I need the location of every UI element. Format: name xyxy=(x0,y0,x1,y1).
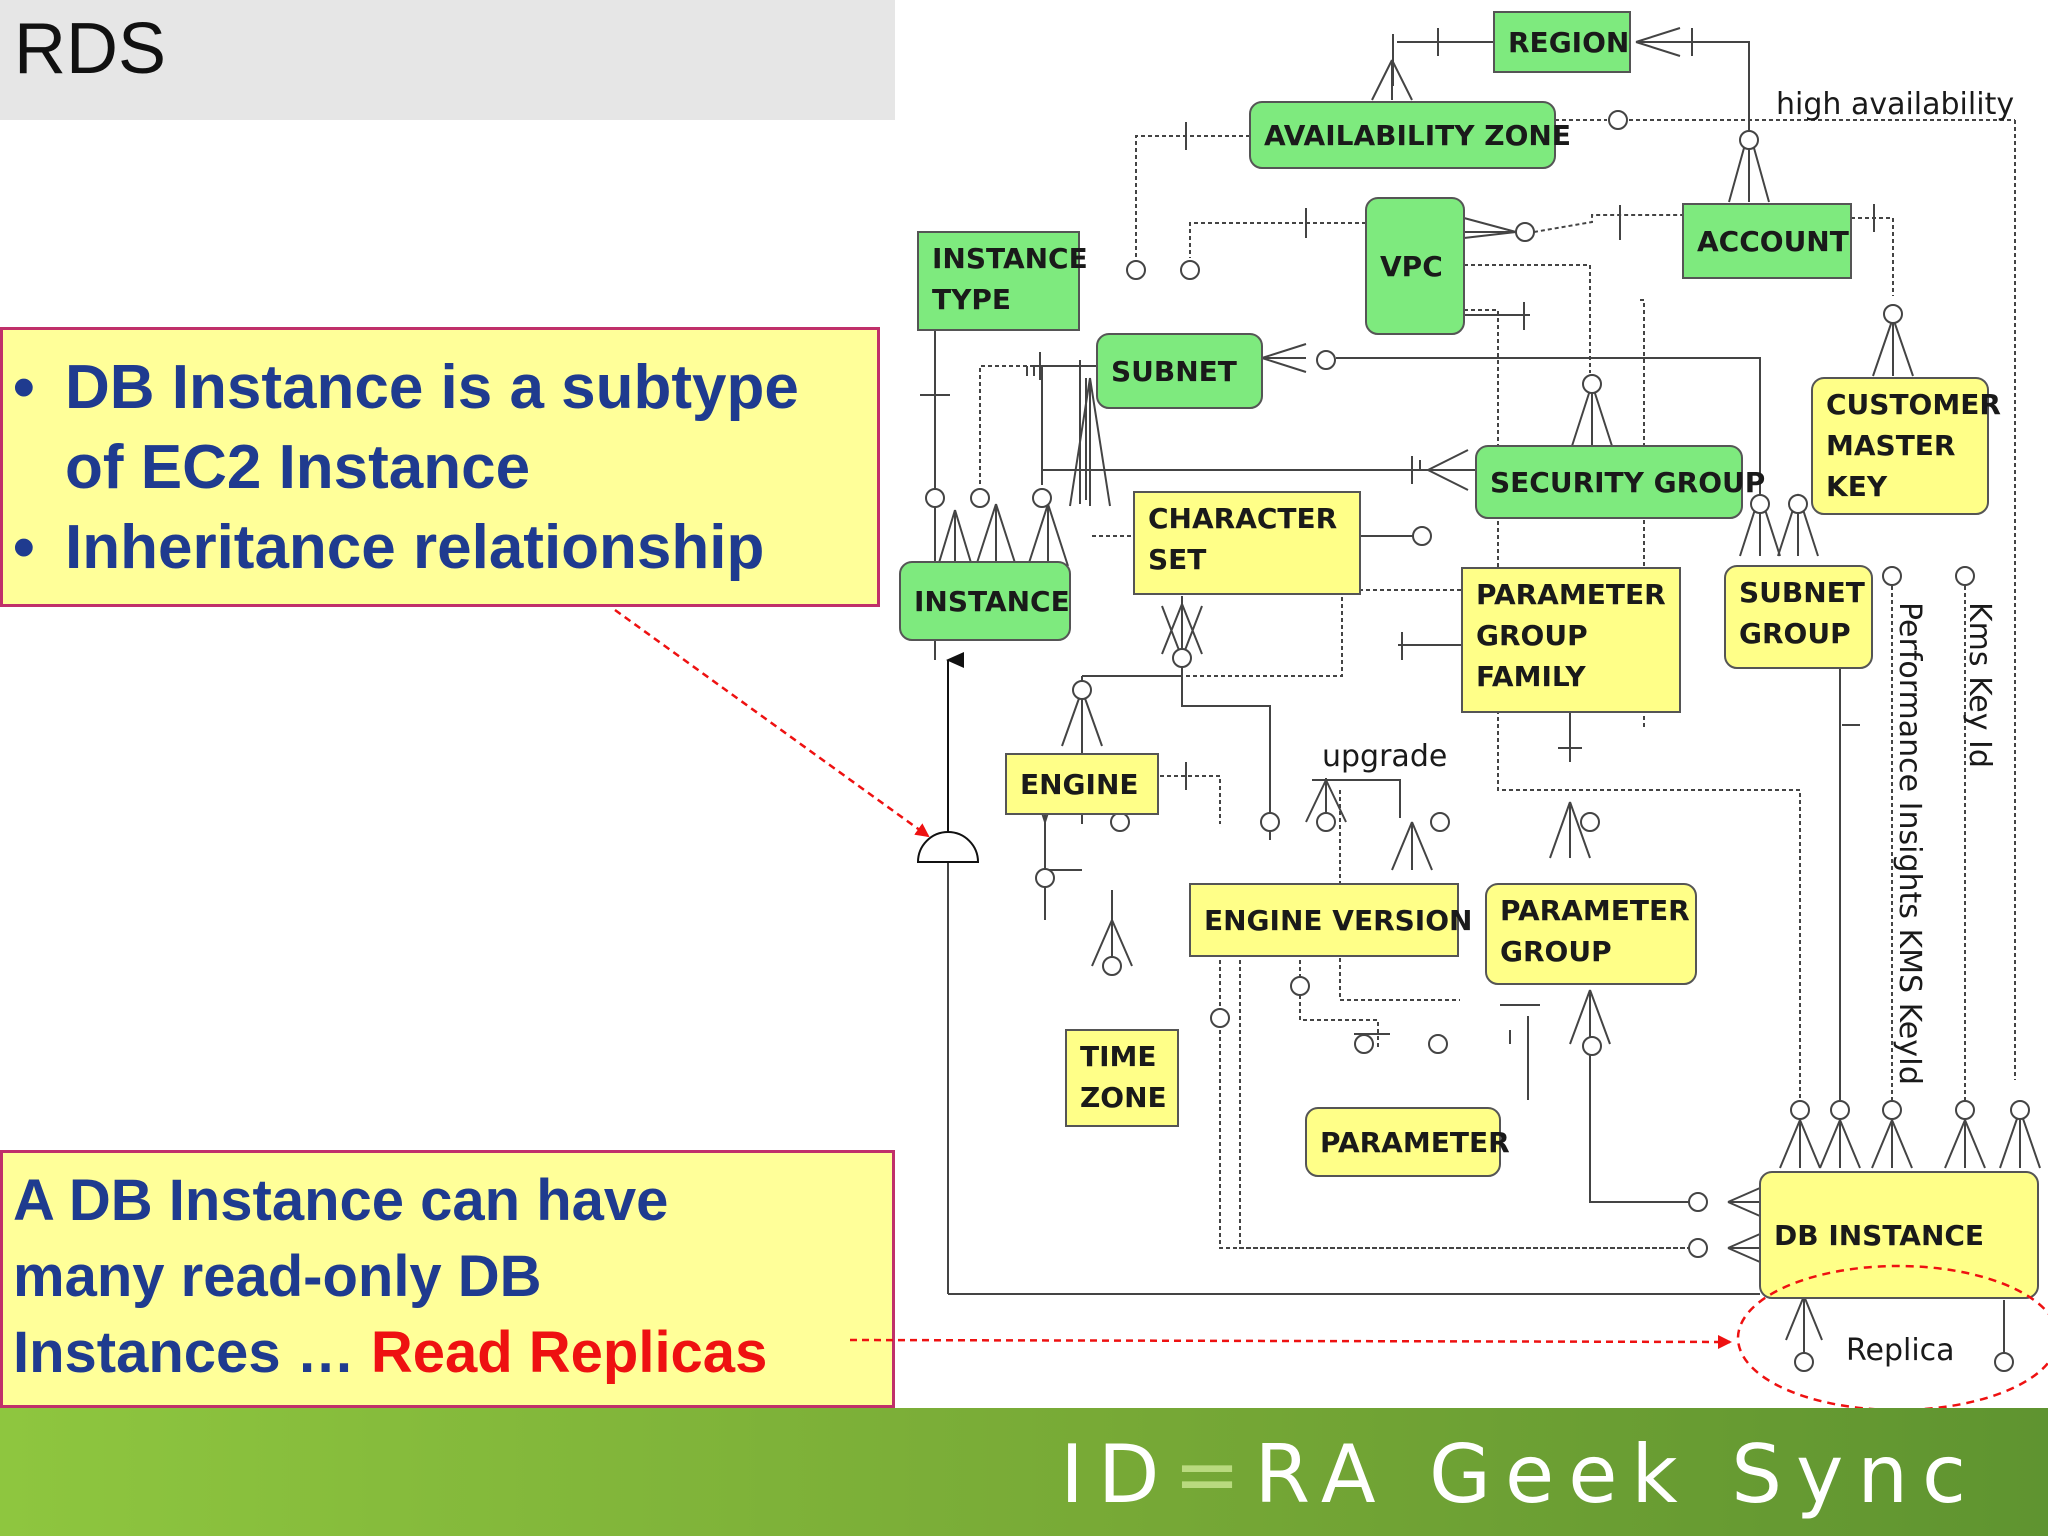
entity-box xyxy=(1096,333,1263,409)
entity-label: CUSTOMER xyxy=(1826,388,2001,421)
entity-label: GROUP xyxy=(1476,619,1588,652)
entity-label: CHARACTER xyxy=(1148,502,1337,535)
entity-label: TYPE xyxy=(932,283,1011,316)
entity-engine-version: ENGINE VERSION xyxy=(1189,883,1472,957)
callout-text-1: DB Instance is a subtype xyxy=(65,353,799,422)
entity-engine: ENGINE xyxy=(1005,753,1159,815)
performance-insights-label: Performance Insights KMS KeyId xyxy=(1892,602,1927,1085)
slide-title: RDS xyxy=(14,9,167,89)
entity-vpc: VPC xyxy=(1365,197,1465,335)
entity-availability-zone: AVAILABILITY ZONE xyxy=(1249,101,1571,169)
entity-instance-type: INSTANCE TYPE xyxy=(917,231,1088,331)
entity-box xyxy=(1682,203,1852,279)
entity-label: VPC xyxy=(1380,250,1443,283)
entity-subnet-group: SUBNET GROUP xyxy=(1724,565,1873,669)
replica-label: Replica xyxy=(1846,1333,1955,1368)
entity-label: ZONE xyxy=(1080,1081,1167,1114)
entity-customer-master-key: CUSTOMER MASTER KEY xyxy=(1811,377,2001,515)
subtype-connector xyxy=(916,652,980,863)
entity-box xyxy=(1475,445,1743,519)
entity-parameter-group-family: PARAMETER GROUP FAMILY xyxy=(1461,567,1681,713)
er-diagram: REGION AVAILABILITY ZONE VPC ACCOUNT INSTANC… xyxy=(614,11,2048,1408)
replica-text-line-1: A DB Instance can have xyxy=(13,1168,669,1233)
entity-label: TIME xyxy=(1080,1040,1157,1073)
bullet-icon: • xyxy=(13,353,35,422)
relationship-labels: high availability upgrade Replica Perfor… xyxy=(1322,87,2014,1368)
entity-character-set: CHARACTER SET xyxy=(1133,491,1361,595)
entity-box xyxy=(1485,883,1697,985)
entity-subnet: SUBNET xyxy=(1096,333,1263,409)
title-bar: RDS xyxy=(0,0,895,120)
entity-label: FAMILY xyxy=(1476,660,1586,693)
brand-logo: ID=RA Geek Sync xyxy=(1060,1428,1980,1521)
replica-text-lead: Instances … xyxy=(13,1320,355,1385)
subtype-callout: • DB Instance is a subtype of EC2 Instan… xyxy=(0,327,880,607)
entity-db-instance: DB INSTANCE xyxy=(1759,1171,2039,1299)
callout-bullet-2: • Inheritance relationship xyxy=(13,508,877,588)
entity-instance: INSTANCE xyxy=(899,561,1071,641)
entity-account: ACCOUNT xyxy=(1682,203,1852,279)
read-replica-callout: A DB Instance can have many read-only DB… xyxy=(0,1150,895,1408)
read-replicas-highlight: Read Replicas xyxy=(370,1320,768,1385)
entity-label: SECURITY GROUP xyxy=(1490,466,1765,499)
entity-label: GROUP xyxy=(1500,935,1612,968)
entity-box xyxy=(1133,491,1361,595)
entity-time-zone: TIME ZONE xyxy=(1065,1029,1179,1127)
callout-bullet-1: • DB Instance is a subtype xyxy=(13,348,877,428)
entity-label: DB INSTANCE xyxy=(1774,1219,1984,1252)
entity-parameter-group: PARAMETER GROUP xyxy=(1485,883,1697,985)
entity-label: SUBNET xyxy=(1111,355,1237,388)
entity-label: INSTANCE xyxy=(932,242,1088,275)
footer-banner: ID=RA Geek Sync xyxy=(0,1408,2048,1536)
entity-boxes: REGION AVAILABILITY ZONE VPC ACCOUNT INSTANC… xyxy=(899,11,2039,1299)
replica-text-line-2: many read-only DB xyxy=(13,1244,542,1309)
entity-box xyxy=(1365,197,1465,335)
callout-text-2: of EC2 Instance xyxy=(65,433,531,502)
entity-region: REGION xyxy=(1493,11,1631,73)
entity-label: MASTER xyxy=(1826,429,1956,462)
entity-box xyxy=(1811,377,1989,515)
entity-label: PARAMETER xyxy=(1500,894,1690,927)
kms-key-id-label: Kms Key Id xyxy=(1962,602,1997,768)
entity-box xyxy=(1305,1107,1501,1177)
entity-label: PARAMETER xyxy=(1476,578,1666,611)
entity-box xyxy=(1189,883,1459,957)
entity-label: ENGINE VERSION xyxy=(1204,904,1472,937)
entity-label: PARAMETER xyxy=(1320,1126,1510,1159)
upgrade-label: upgrade xyxy=(1322,739,1447,774)
entity-box xyxy=(1493,11,1631,73)
entity-label: KEY xyxy=(1826,470,1888,503)
entity-box xyxy=(1249,101,1556,169)
optional-markers xyxy=(925,110,2030,1372)
entity-box xyxy=(1724,565,1873,669)
entity-label: GROUP xyxy=(1739,617,1851,650)
entity-label: AVAILABILITY ZONE xyxy=(1264,119,1571,152)
bullet-icon: • xyxy=(13,513,35,582)
callout-bullet-1-cont: of EC2 Instance xyxy=(13,428,877,508)
entity-label: SET xyxy=(1148,543,1206,576)
entity-box xyxy=(917,231,1080,331)
entity-box xyxy=(1759,1171,2039,1299)
entity-box xyxy=(1461,567,1681,713)
entity-label: ACCOUNT xyxy=(1697,225,1849,258)
entity-parameter: PARAMETER xyxy=(1305,1107,1510,1177)
entity-box xyxy=(1065,1029,1179,1127)
entity-security-group: SECURITY GROUP xyxy=(1475,445,1765,519)
entity-box xyxy=(1005,753,1159,815)
annotations xyxy=(614,608,2048,1408)
relationship-lines xyxy=(920,27,2041,1363)
replica-text-line-3: Instances … Read Replicas xyxy=(13,1315,892,1391)
high-availability-label: high availability xyxy=(1776,87,2014,122)
entity-label: SUBNET xyxy=(1739,576,1865,609)
entity-label: INSTANCE xyxy=(914,585,1070,618)
entity-label: REGION xyxy=(1508,26,1629,59)
entity-box xyxy=(899,561,1071,641)
entity-label: ENGINE xyxy=(1020,768,1139,801)
callout-text-3: Inheritance relationship xyxy=(65,513,765,582)
